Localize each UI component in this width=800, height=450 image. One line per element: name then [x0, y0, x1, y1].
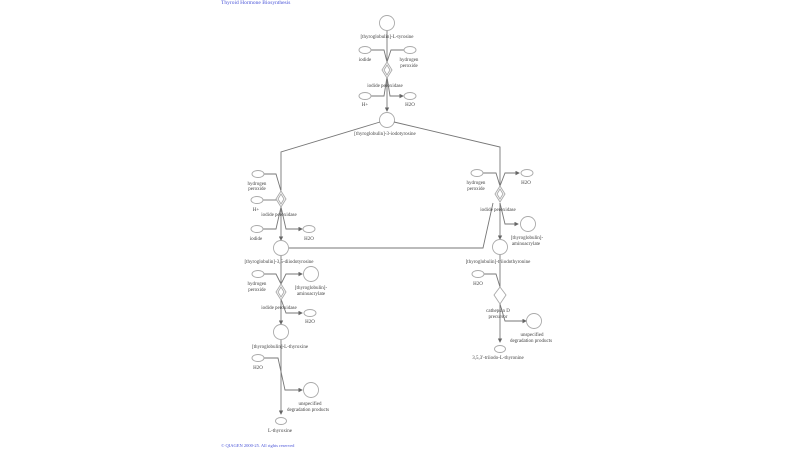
label-l-thyroxine: L-thyroxine: [268, 429, 293, 434]
label-h2o2-1b: peroxide: [400, 64, 418, 69]
node-tg-aminoacrylate-1[interactable]: [303, 266, 319, 282]
edge-diiodotyrosine-to-r4: [289, 202, 494, 249]
reaction-node-1-inner: [383, 64, 391, 76]
label-h2o2-4a: hydrogen: [467, 181, 486, 186]
label-h2o-5: H2O: [521, 181, 531, 186]
reaction-2-edges: [263, 173, 303, 241]
label-tg-thyroxine: [thyroglobulin]-L-thyroxine: [252, 345, 309, 350]
proteolysis-1-edges: [264, 340, 303, 415]
reaction-3-edges: [264, 256, 303, 325]
reaction-4-edges: [483, 170, 520, 240]
label-reaction-5b: precursor: [489, 315, 508, 320]
label-tg-triiodothyronine: [thyroglobulin]-triiodothyronine: [466, 260, 531, 265]
node-t3[interactable]: [494, 345, 506, 353]
node-h2o-5[interactable]: [520, 169, 534, 177]
page-title[interactable]: Thyroid Hormone Biosynthesis: [221, 0, 291, 6]
node-iodide-1[interactable]: [358, 46, 372, 54]
label-h2o2-1a: hydrogen: [400, 58, 419, 63]
node-iodide-2[interactable]: [250, 225, 264, 233]
node-hplus-2[interactable]: [250, 196, 264, 204]
node-h2o-4[interactable]: [251, 354, 265, 362]
label-t3: 3,5,3'-triiodo-L-thyronine: [472, 356, 524, 361]
node-h2o-3[interactable]: [303, 309, 317, 317]
proteolysis-2-edges: [484, 255, 527, 343]
label-h2o2-2b: peroxide: [248, 187, 266, 192]
label-tg-diiodotyrosine: [thyroglobulin]-3,5-diiodotyrosine: [244, 260, 314, 265]
label-iodide-1: iodide: [359, 58, 372, 63]
copyright-text[interactable]: © QIAGEN 2000-25. All rights reserved: [221, 443, 295, 448]
node-h2o2-1[interactable]: [403, 46, 417, 54]
node-tg-iodotyrosine[interactable]: [379, 112, 395, 128]
node-tg-aminoacrylate-2[interactable]: [520, 216, 536, 232]
label-reaction-4: iodide peroxidase: [480, 208, 516, 213]
label-h2o2-3b: peroxide: [248, 288, 266, 293]
label-h2o-6: H2O: [473, 282, 483, 287]
label-h2o-3: H2O: [305, 320, 315, 325]
label-h2o2-3a: hydrogen: [248, 282, 267, 287]
label-h2o2-2a: hydrogen: [248, 182, 267, 187]
label-reaction-1: iodide peroxidase: [367, 84, 403, 89]
label-h2o-4: H2O: [253, 366, 263, 371]
label-h2o-2: H2O: [304, 237, 314, 242]
node-hplus-1[interactable]: [358, 92, 372, 100]
label-degradation-1b: degradation products: [287, 408, 329, 413]
node-h2o2-2[interactable]: [251, 170, 265, 178]
reaction-1-edges: [370, 31, 404, 112]
label-tg-aminoacrylate-1a: [thyroglobulin]-: [295, 286, 328, 291]
node-h2o-6[interactable]: [471, 270, 485, 278]
reaction-node-3-inner: [277, 286, 285, 298]
branch-edges: [280, 121, 501, 190]
label-reaction-5a: cathepsin D: [486, 309, 510, 314]
label-tg-tyrosine: [thyroglobulin]-L-tyrosine: [360, 35, 414, 40]
node-tg-thyroxine[interactable]: [273, 324, 289, 340]
node-degradation-1[interactable]: [303, 382, 319, 398]
node-tg-diiodotyrosine[interactable]: [273, 240, 289, 256]
label-degradation-1a: unspecified: [298, 402, 322, 407]
label-hplus-1: H+: [362, 103, 369, 108]
node-tg-triiodothyronine[interactable]: [492, 239, 508, 255]
label-tg-aminoacrylate-1b: aminoacrylate: [297, 292, 326, 297]
label-h2o2-4b: peroxide: [467, 187, 485, 192]
label-reaction-2: iodide peroxidase: [261, 213, 297, 218]
label-tg-aminoacrylate-2a: [thyroglobulin]-: [511, 236, 544, 241]
label-degradation-2b: degradation products: [510, 339, 552, 344]
node-l-thyroxine[interactable]: [275, 417, 287, 425]
node-h2o2-3[interactable]: [251, 270, 265, 278]
reaction-node-2-inner: [277, 193, 285, 205]
reaction-node-5[interactable]: [493, 286, 507, 305]
node-h2o-1[interactable]: [403, 92, 417, 100]
label-tg-aminoacrylate-2b: aminoacrylate: [512, 242, 541, 247]
node-degradation-2[interactable]: [526, 313, 542, 329]
label-tg-iodotyrosine: [thyroglobulin]-3-iodotyrosine: [354, 132, 416, 137]
node-h2o2-4[interactable]: [470, 169, 484, 177]
label-hplus-2: H+: [253, 208, 260, 213]
label-reaction-3: iodide peroxidase: [261, 306, 297, 311]
label-h2o-1: H2O: [405, 103, 415, 108]
reaction-node-4-inner: [496, 188, 504, 200]
label-degradation-2a: unspecified: [520, 333, 544, 338]
label-iodide-2: iodide: [250, 237, 263, 242]
node-h2o-2[interactable]: [302, 225, 316, 233]
node-tg-tyrosine[interactable]: [379, 15, 395, 31]
